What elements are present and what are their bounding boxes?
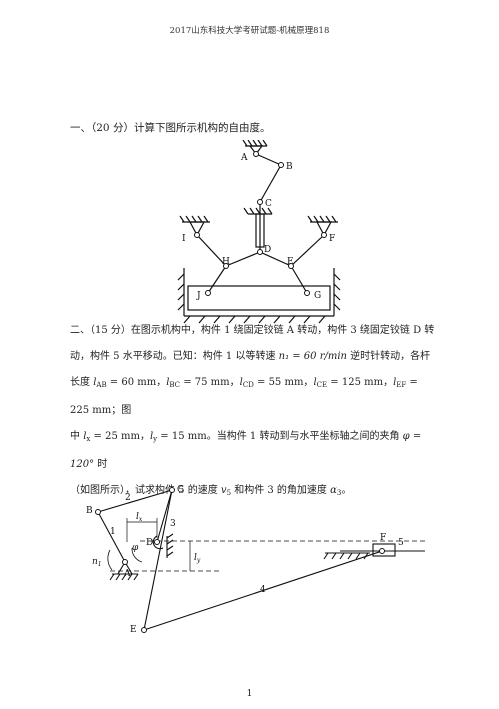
label-H: H bbox=[222, 257, 230, 267]
fig2-link-3: 3 bbox=[170, 519, 176, 529]
figure-2-mechanism: B C A D E F 2 1 3 4 5 n1 φ lx ly bbox=[86, 485, 425, 635]
page-header: 2017山东科技大学考研试题-机械原理818 bbox=[169, 26, 330, 36]
page-number: 1 bbox=[246, 689, 253, 699]
label-A: A bbox=[240, 153, 248, 163]
fig2-lx: lx bbox=[136, 512, 143, 523]
fig2-link-4: 4 bbox=[260, 585, 266, 595]
label-C: C bbox=[265, 199, 272, 209]
q2-line-4: 中 lx = 25 mm，ly = 15 mm。当构件 1 转动到与水平坐标轴之… bbox=[70, 431, 422, 470]
label-G: G bbox=[314, 291, 321, 301]
fig2-label-D: D bbox=[146, 538, 153, 548]
q2-line-1: 二、（15 分）在图示机构中，构件 1 绕固定铰链 A 转动，构件 3 绕固定铰… bbox=[70, 325, 435, 336]
fig2-label-E: E bbox=[130, 625, 137, 635]
fig2-label-C: C bbox=[177, 485, 184, 495]
q2-line-2: 动，构件 5 水平移动。已知：构件 1 以等转速 n₁ = 60 r/min 逆… bbox=[70, 351, 431, 362]
label-E: E bbox=[287, 257, 294, 267]
label-J: J bbox=[196, 291, 201, 301]
fig2-link-2: 2 bbox=[125, 493, 131, 503]
question-2-text: 二、（15 分）在图示机构中，构件 1 绕固定铰链 A 转动，构件 3 绕固定铰… bbox=[70, 318, 440, 506]
q2-line-5: （如图所示），试求构件 5 的速度 v5 和构件 3 的角加速度 α3。 bbox=[70, 485, 352, 497]
label-I: I bbox=[182, 234, 186, 244]
fig2-link-1: 1 bbox=[110, 527, 116, 537]
q2-line-3: 长度 lAB = 60 mm，lBC = 75 mm，lCD = 55 mm，l… bbox=[70, 377, 418, 416]
label-D: D bbox=[264, 245, 271, 255]
fig2-n1: n1 bbox=[92, 557, 102, 568]
fig2-label-A: A bbox=[123, 569, 131, 579]
fig2-label-F: F bbox=[380, 533, 386, 543]
label-F: F bbox=[329, 234, 335, 244]
question-1-text: 一、（20 分）计算下图所示机构的自由度。 bbox=[70, 122, 271, 134]
fig2-link-5: 5 bbox=[398, 538, 404, 548]
fig2-label-B: B bbox=[86, 506, 93, 516]
label-B: B bbox=[286, 162, 293, 172]
fig2-phi: φ bbox=[132, 543, 139, 553]
figure-1-mechanism: A B C D I F H E J G bbox=[177, 140, 341, 324]
fig2-ly: ly bbox=[194, 553, 201, 564]
